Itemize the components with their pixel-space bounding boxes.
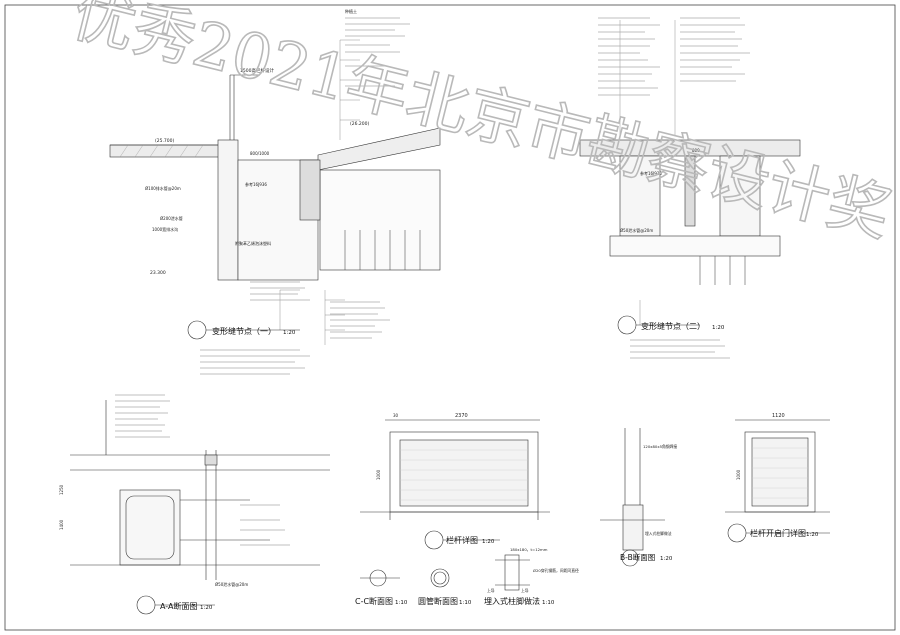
sheet-frame [4,4,896,631]
scale-expansion-joint-1: 1:20 [283,330,296,336]
j1-ref: 参考16J936 [245,181,267,187]
detail-railing-gate [725,419,830,543]
title-round-pipe: 圆管断面图 [418,596,458,606]
scale-railing: 1:20 [482,539,495,545]
title-embedded-post: 埋入式柱脚做法 [484,596,540,606]
j1-note: 附聚苯乙烯泡沫塑料 [235,240,271,246]
j1-drain: Ø100排水管@20m [145,185,181,191]
detail-section-bb [600,428,665,567]
detail-expansion-joint-1 [109,17,441,345]
detail-section-cc [360,569,400,587]
notes-block-2 [630,339,730,359]
scale-expansion-joint-2: 1:20 [712,325,725,331]
j1-elev3: 23.300 [150,270,166,276]
detail-expansion-joint-2 [579,17,801,335]
title-section-bb: B-B断面图 [620,552,655,562]
detail-round-pipe [430,568,450,588]
detail-section-aa [70,394,330,615]
embed-size: 180x180，t=12mm [510,547,548,552]
notes-block-1 [200,349,310,375]
gate-dim: 1120 [772,413,785,419]
aa-dim2: 1400 [59,519,64,530]
watermark: 优秀2021年北京市勘察设计奖 [65,0,898,251]
gate-height: 1000 [736,469,741,480]
rail-height: 1000 [376,469,381,480]
j1-railing-callout: 1500高栏杆设计 [240,67,274,74]
j1-elev2: (26.200) [350,121,370,127]
scale-round-pipe: 1:10 [459,600,472,606]
rail-side-left: 30 [393,413,399,418]
scale-section-cc: 1:10 [395,600,408,606]
j2-ref: 参考16J936 [640,170,662,176]
detail-railing [360,419,550,550]
j1-pipe: Ø200泄水管 [160,215,183,221]
j1-gap: 1000宽排水沟 [152,226,178,232]
embed-top: 上导 [487,588,495,593]
title-section-aa: A-A断面图 [160,601,197,611]
scale-section-aa: 1:20 [200,605,213,611]
j2-dim: 800 [692,148,700,153]
aa-dim1: 1250 [59,484,64,495]
bb-label-1: 120x80x5角钢焊接 [643,444,677,449]
j1-top-callout: 种植土 [345,8,357,14]
j1-elev1: (25.700) [155,138,175,144]
rail-dim: 2370 [455,413,468,419]
title-railing-gate: 栏杆开启门详图 [750,528,806,538]
title-section-cc: C-C断面图 [355,596,393,606]
scale-section-bb: 1:20 [660,556,673,562]
j2-pipe: Ø50泄水管@20m [620,227,653,233]
bb-label-2: 埋入式柱脚做法 [645,531,672,536]
title-expansion-joint-2: 变形缝节点（二） [641,321,705,331]
scale-railing-gate: 1:20 [806,532,819,538]
title-railing: 栏杆详图 [446,535,478,545]
embed-note: Ø20穿孔钢筋，间距同直径 [533,568,579,573]
title-expansion-joint-1: 变形缝节点（一） [212,326,276,336]
aa-pipe: Ø50泄水管@20m [215,581,248,587]
embed-bot: 上导 [521,588,529,593]
scale-embedded-post: 1:10 [542,600,555,606]
j1-dim1: 800/1000 [250,151,270,156]
detail-embedded-post [495,554,530,591]
